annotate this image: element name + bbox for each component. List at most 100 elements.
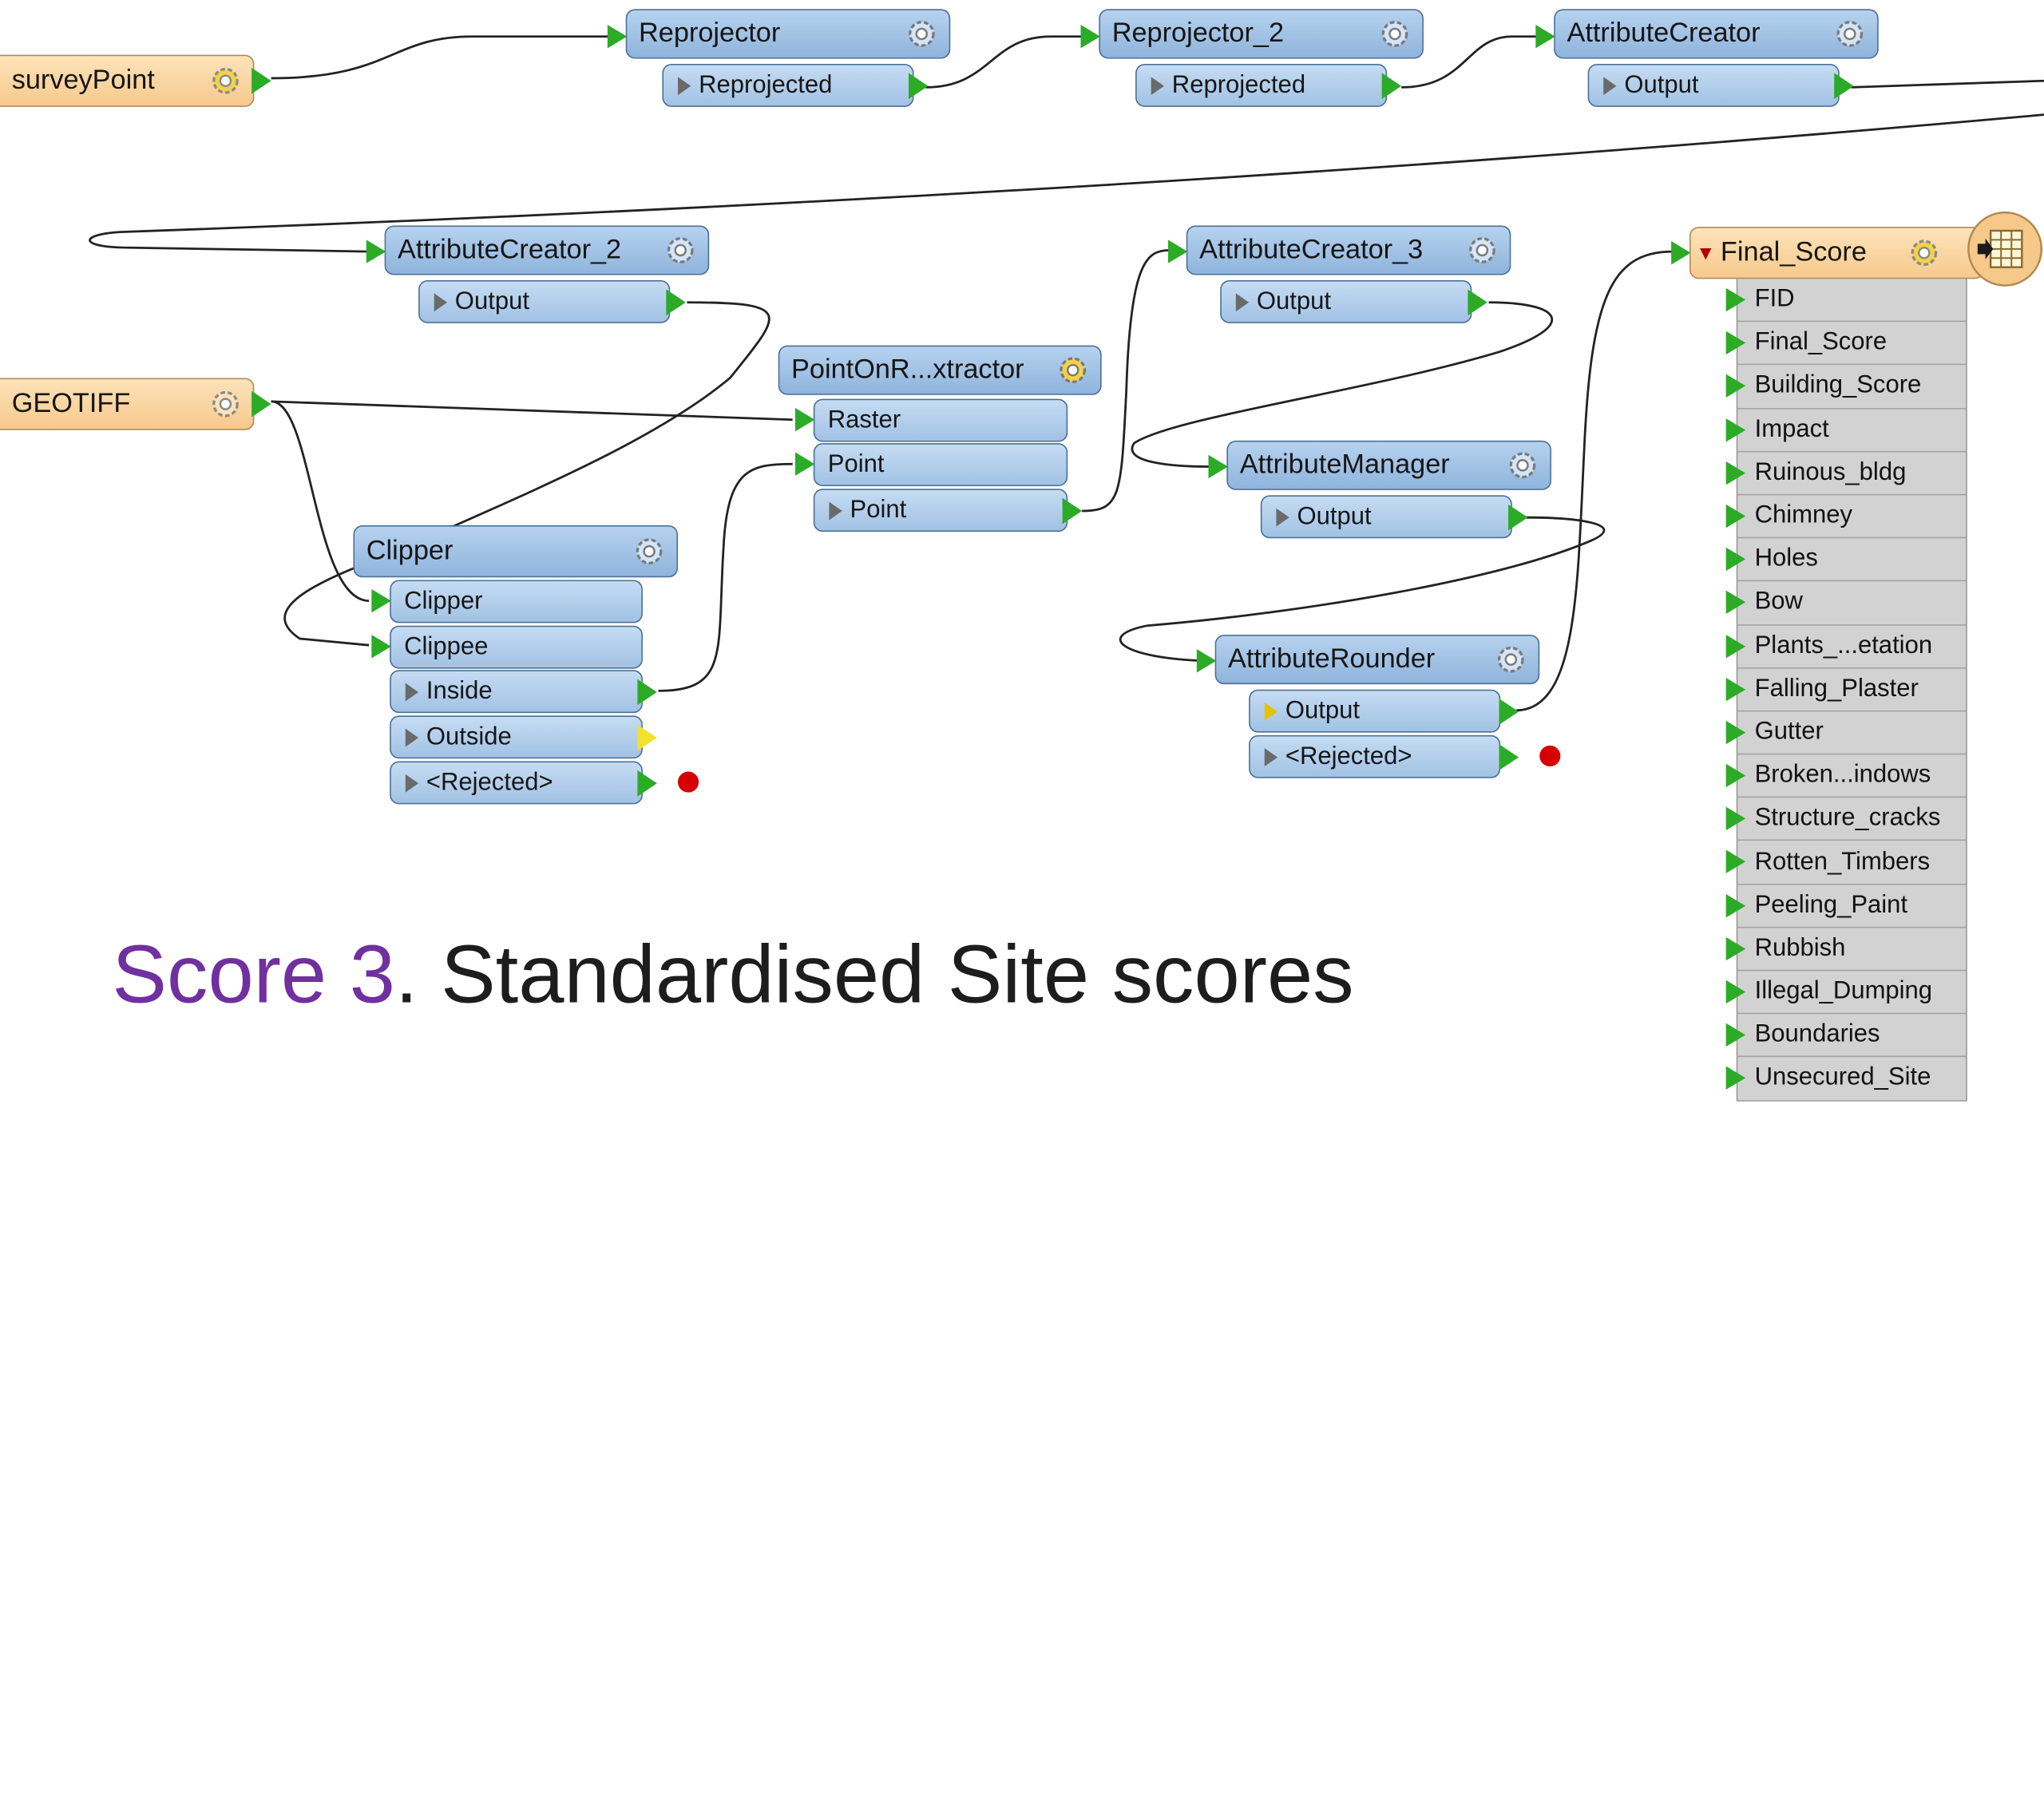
output-port-arrow[interactable] — [252, 67, 271, 94]
gear-icon[interactable] — [1506, 449, 1539, 482]
attribute-item[interactable]: Gutter — [1725, 711, 1967, 755]
output-port[interactable]: <Rejected> — [390, 761, 643, 805]
gear-icon[interactable] — [905, 17, 938, 50]
input-port-arrow[interactable] — [1535, 25, 1555, 49]
input-port-arrow[interactable] — [1725, 547, 1746, 572]
transformer-header[interactable]: Reprojector_2 — [1099, 9, 1424, 59]
attribute-item[interactable]: Bow — [1725, 582, 1967, 625]
attribute-item[interactable]: Chimney — [1725, 495, 1967, 539]
reader-header[interactable]: GEOTIFF — [0, 378, 255, 430]
gear-icon[interactable] — [1907, 236, 1941, 270]
output-port[interactable]: Reprojected — [1135, 64, 1388, 107]
input-port-arrow[interactable] — [1725, 287, 1746, 312]
input-port-arrow[interactable] — [1725, 1023, 1746, 1047]
input-port-arrow[interactable] — [794, 452, 815, 476]
output-port-arrow[interactable] — [252, 390, 271, 418]
input-port-arrow[interactable] — [794, 408, 815, 432]
output-port[interactable]: Output — [1249, 689, 1501, 733]
attribute-item[interactable]: Unsecured_Site — [1725, 1058, 1967, 1101]
unconnected-output-arrow[interactable] — [637, 724, 657, 751]
input-port-arrow[interactable] — [1208, 454, 1229, 479]
output-port-arrow[interactable] — [1834, 73, 1854, 100]
input-port-arrow[interactable] — [1725, 591, 1746, 615]
reader-header[interactable]: surveyPoint — [0, 54, 255, 107]
output-port[interactable]: Output — [418, 280, 671, 323]
output-port-arrow[interactable] — [637, 679, 657, 706]
attribute-item[interactable]: Ruinous_bldg — [1725, 452, 1967, 496]
attribute-item[interactable]: Plants_...etation — [1725, 625, 1967, 669]
input-port-arrow[interactable] — [1725, 763, 1746, 788]
input-port-arrow[interactable] — [1725, 850, 1746, 874]
transformer-header[interactable]: AttributeManager — [1226, 440, 1551, 490]
attribute-item[interactable]: Broken...indows — [1725, 754, 1967, 798]
gear-icon[interactable] — [664, 233, 697, 267]
input-port-arrow[interactable] — [1725, 677, 1746, 701]
input-port-arrow[interactable] — [1725, 980, 1746, 1004]
transformer-header[interactable]: AttributeCreator_3 — [1186, 225, 1511, 275]
attribute-item[interactable]: Impact — [1725, 409, 1967, 453]
gear-icon[interactable] — [1833, 17, 1867, 50]
attribute-item[interactable]: Rubbish — [1725, 928, 1967, 972]
gear-icon[interactable] — [1056, 353, 1089, 386]
gear-icon[interactable] — [1494, 643, 1527, 676]
attribute-item[interactable]: Illegal_Dumping — [1725, 971, 1967, 1015]
table-writer-icon[interactable] — [1966, 210, 2044, 288]
output-port-arrow[interactable] — [666, 289, 686, 316]
gear-icon[interactable] — [632, 534, 666, 568]
output-port-arrow[interactable] — [1499, 744, 1519, 770]
input-port-arrow[interactable] — [1725, 936, 1746, 960]
output-port-arrow[interactable] — [1381, 73, 1402, 100]
input-port-arrow[interactable] — [1080, 25, 1100, 49]
gear-icon[interactable] — [1378, 17, 1412, 50]
output-port-arrow[interactable] — [908, 73, 929, 100]
attribute-item[interactable]: Final_Score — [1725, 323, 1967, 366]
input-port-arrow[interactable] — [1725, 1067, 1746, 1091]
writer-header[interactable]: ▼ Final_Score — [1689, 227, 1984, 279]
attribute-item[interactable]: Building_Score — [1725, 366, 1967, 409]
attribute-item[interactable]: Structure_cracks — [1725, 798, 1967, 841]
transformer-header[interactable]: PointOnR...xtractor — [778, 345, 1102, 395]
transformer-header[interactable]: AttributeCreator_2 — [384, 225, 710, 275]
input-port[interactable]: Raster — [813, 398, 1068, 442]
output-port-arrow[interactable] — [1508, 504, 1528, 531]
attribute-item[interactable]: Holes — [1725, 539, 1967, 582]
input-port-arrow[interactable] — [366, 239, 386, 263]
output-port[interactable]: Output — [1260, 495, 1512, 539]
output-port-arrow[interactable] — [637, 770, 657, 797]
transformer-header[interactable]: AttributeRounder — [1214, 635, 1540, 685]
output-port-arrow[interactable] — [1062, 497, 1083, 524]
gear-icon[interactable] — [208, 64, 242, 97]
input-port-arrow[interactable] — [1725, 807, 1746, 831]
attribute-item[interactable]: FID — [1725, 279, 1967, 323]
transformer-header[interactable]: AttributeCreator — [1554, 9, 1879, 59]
input-port-arrow[interactable] — [1725, 461, 1746, 485]
input-port-arrow[interactable] — [371, 635, 391, 659]
input-port-arrow[interactable] — [1725, 418, 1746, 441]
output-port-arrow[interactable] — [1499, 699, 1519, 725]
output-port-arrow[interactable] — [1468, 289, 1487, 316]
input-port-arrow[interactable] — [1671, 241, 1691, 265]
input-port-arrow[interactable] — [1167, 239, 1188, 263]
input-port[interactable]: Clipper — [390, 580, 643, 623]
attribute-item[interactable]: Falling_Plaster — [1725, 668, 1967, 712]
attribute-item[interactable]: Rotten_Timbers — [1725, 841, 1967, 885]
transformer-header[interactable]: Clipper — [353, 524, 679, 578]
transformer-header[interactable]: Reprojector — [625, 9, 951, 59]
input-port-arrow[interactable] — [1725, 720, 1746, 745]
input-port-arrow[interactable] — [1725, 374, 1746, 398]
output-port[interactable]: Output — [1220, 280, 1472, 323]
input-port-arrow[interactable] — [1196, 649, 1217, 673]
gear-icon[interactable] — [208, 387, 242, 421]
input-port-arrow[interactable] — [1725, 634, 1746, 658]
output-port[interactable]: Inside — [390, 670, 643, 714]
input-port-arrow[interactable] — [371, 588, 391, 613]
input-port[interactable]: Point — [813, 443, 1068, 486]
output-port[interactable]: Reprojected — [662, 64, 914, 107]
output-port[interactable]: Output — [1587, 64, 1840, 107]
input-port-arrow[interactable] — [1725, 331, 1746, 355]
input-port-arrow[interactable] — [1725, 504, 1746, 528]
attribute-item[interactable]: Peeling_Paint — [1725, 885, 1967, 928]
output-port[interactable]: Outside — [390, 715, 643, 759]
input-port-arrow[interactable] — [607, 25, 628, 49]
